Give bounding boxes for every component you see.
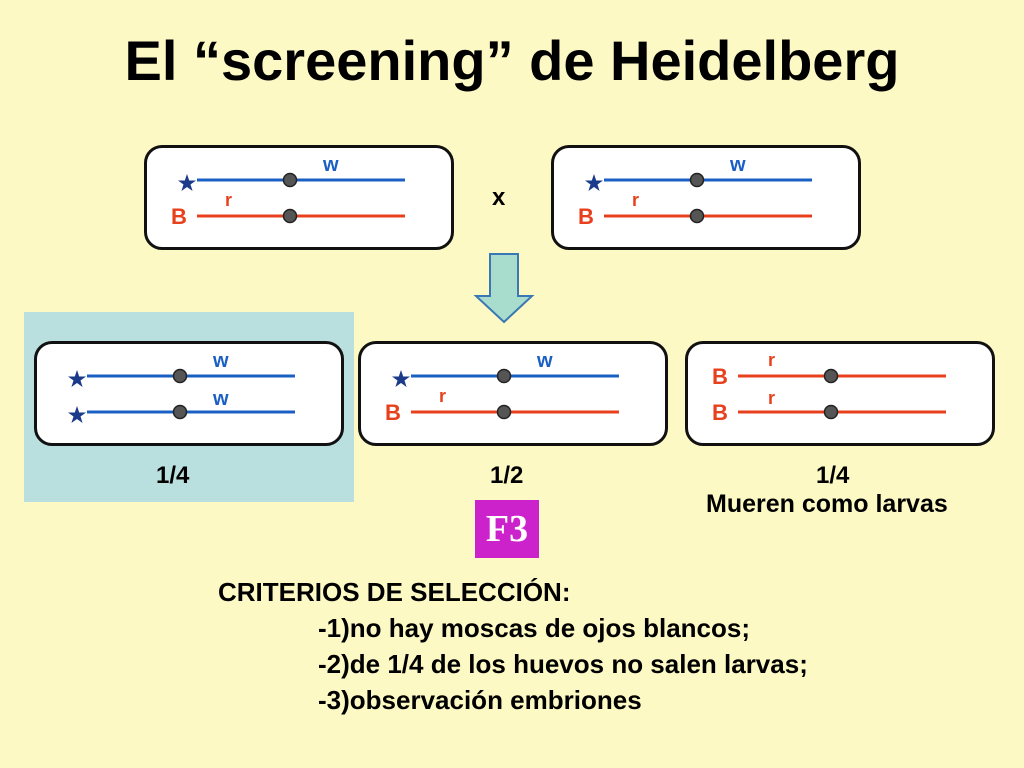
gene-label-w: w	[213, 388, 229, 410]
fraction-label: 1/2	[490, 462, 524, 489]
criteria-item: -1)no hay moscas de ojos blancos;	[318, 613, 750, 643]
gene-label-w: w	[730, 154, 746, 176]
balancer-label-B: B	[578, 204, 594, 229]
down-arrow-icon	[473, 253, 535, 324]
star-icon	[68, 370, 86, 387]
gene-label-r: r	[439, 386, 447, 406]
parent-card-2: w r B	[551, 145, 861, 250]
gene-label-r: r	[768, 388, 776, 408]
lethal-note: Mueren como larvas	[706, 490, 948, 518]
centromere-dot-icon	[282, 208, 298, 224]
criteria-heading: CRITERIOS DE SELECCIÓN:	[218, 577, 571, 607]
centromere-dot-icon	[496, 368, 512, 384]
gene-label-w: w	[537, 350, 553, 372]
balancer-label-B: B	[712, 364, 728, 389]
chromosome-pair	[178, 172, 405, 224]
centromere-dot-icon	[172, 368, 188, 384]
balancer-label-B: B	[385, 400, 401, 425]
criteria-item: -2)de 1/4 de los huevos no salen larvas;	[318, 649, 808, 679]
gene-label-w: w	[323, 154, 339, 176]
chromosome-pair	[738, 368, 946, 420]
page-title: El “screening” de Heidelberg	[124, 29, 900, 92]
chromosome-pair	[68, 368, 295, 423]
centromere-dot-icon	[496, 404, 512, 420]
parent-card-1: w r B	[144, 145, 454, 250]
criteria-item: -3)observación embriones	[318, 685, 642, 715]
centromere-dot-icon	[823, 404, 839, 420]
star-icon	[392, 370, 410, 387]
gene-label-r: r	[632, 190, 640, 210]
centromere-dot-icon	[282, 172, 298, 188]
offspring-card-2: w r B	[358, 341, 668, 446]
chromosome-pair	[585, 172, 812, 224]
centromere-dot-icon	[689, 208, 705, 224]
star-icon	[68, 406, 86, 423]
centromere-dot-icon	[823, 368, 839, 384]
gene-label-r: r	[768, 350, 776, 370]
cross-symbol: x	[492, 184, 506, 211]
offspring-card-1: w w	[34, 341, 344, 446]
gene-label-w: w	[213, 350, 229, 372]
gene-label-r: r	[225, 190, 233, 210]
star-icon	[585, 174, 603, 191]
fraction-label: 1/4	[156, 462, 190, 489]
balancer-label-B: B	[171, 204, 187, 229]
fraction-label: 1/4	[816, 462, 850, 489]
offspring-card-3: B r B r	[685, 341, 995, 446]
generation-badge: F3	[475, 500, 539, 558]
balancer-label-B: B	[712, 400, 728, 425]
centromere-dot-icon	[689, 172, 705, 188]
chromosome-pair	[392, 368, 619, 420]
selection-criteria: CRITERIOS DE SELECCIÓN: -1)no hay moscas…	[218, 574, 808, 718]
star-icon	[178, 174, 196, 191]
centromere-dot-icon	[172, 404, 188, 420]
